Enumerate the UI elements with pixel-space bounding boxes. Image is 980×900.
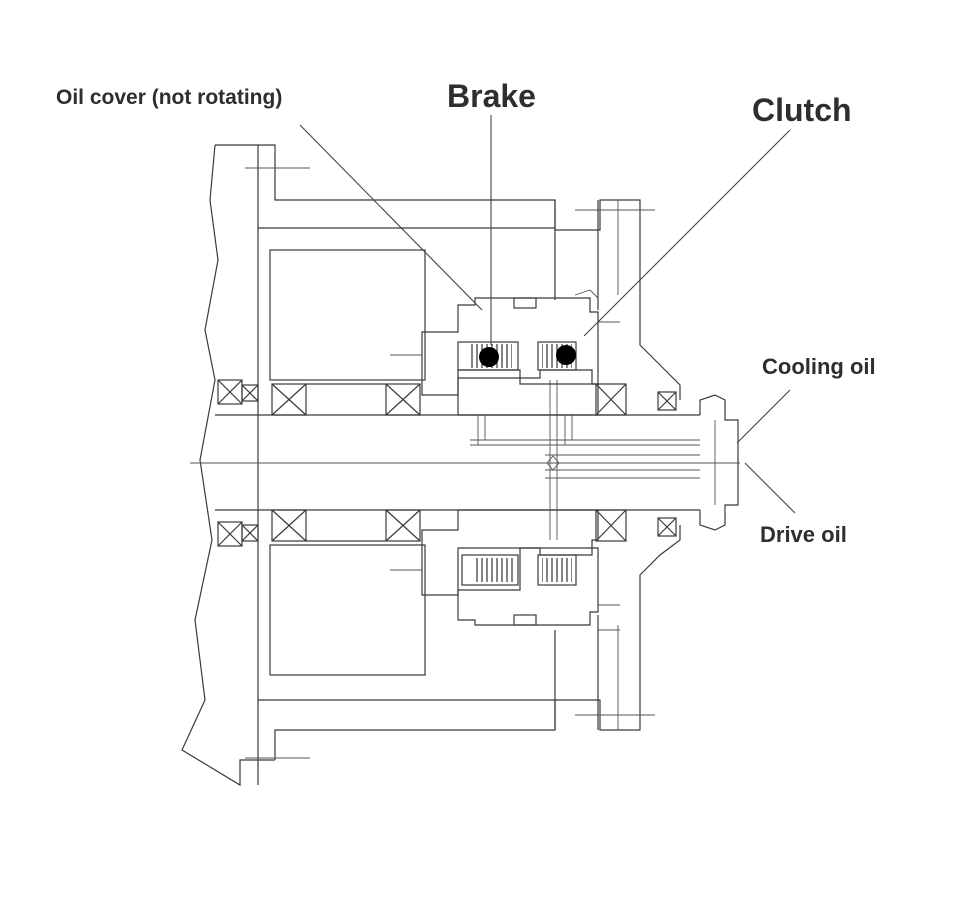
housing [181,144,681,787]
leader-lines [299,115,796,514]
clutch-marker [556,345,576,365]
cooling-oil-label: Cooling oil [762,354,876,379]
brake-marker [479,347,499,367]
clutch-brake-body-lower [390,509,620,631]
clutch-label: Clutch [752,92,852,128]
bearings [217,379,677,547]
brake-label: Brake [447,78,536,114]
drive-oil-label: Drive oil [760,522,847,547]
oil-cover-label: Oil cover (not rotating) [56,86,283,109]
output-coupling [699,394,739,531]
